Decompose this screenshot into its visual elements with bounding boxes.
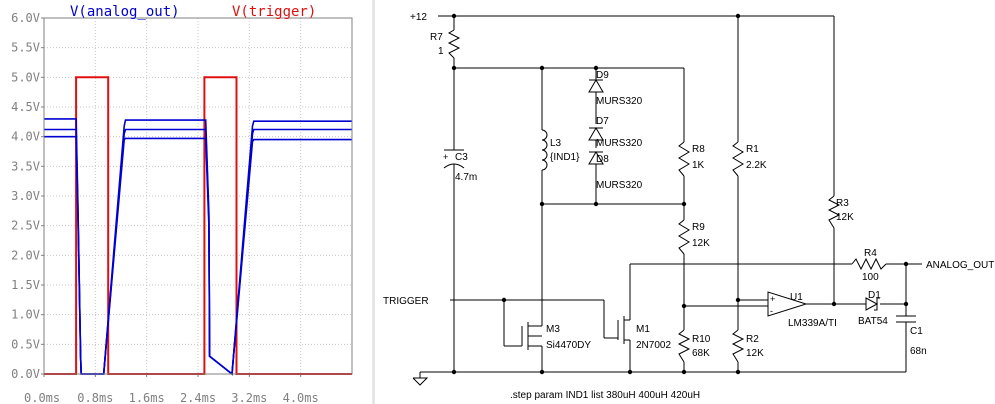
label-c3-val: 4.7m [455,172,477,183]
y-tick-label: 1.0V [11,308,40,322]
legend-analog-out[interactable]: V(analog_out) [70,4,180,20]
label-d1-ref: D1 [868,290,881,301]
svg-text:+: + [770,294,775,304]
label-l3-val: {IND1} [550,152,580,163]
label-d1-val: BAT54 [858,316,888,327]
label-r10-val: 68K [692,348,710,359]
label-m3-val: Si4470DY [546,340,591,351]
label-r2-ref: R2 [746,334,759,345]
label-r1-val: 2.2K [746,160,767,171]
label-m1-val: 2N7002 [636,340,671,351]
y-tick-label: 1.5V [11,278,40,292]
y-tick-label: 4.0V [11,130,40,144]
label-u1-val: LM339A/TI [788,318,837,329]
y-tick-label: 3.5V [11,159,40,173]
label-r8-ref: R8 [692,144,705,155]
x-tick-label: 0.0ms [24,391,60,404]
x-tick-label: 3.2ms [231,391,267,404]
label-d8-ref: D8 [596,154,609,165]
y-tick-label: 5.5V [11,41,40,55]
wires [419,15,922,378]
capacitor-c3: + [443,149,465,180]
label-r4-ref: R4 [864,248,877,259]
resistor-r9 [678,219,690,255]
mosfet-m3 [521,306,543,350]
spice-directive[interactable]: .step param IND1 list 380uH 400uH 420uH [510,390,700,401]
label-c1-ref: C1 [910,326,923,337]
label-r3-ref: R3 [836,198,849,209]
x-tick-label: 2.4ms [180,391,216,404]
legend-trigger[interactable]: V(trigger) [232,4,316,20]
y-tick-label: 3.0V [11,189,40,203]
label-r7-val: 1 [438,46,444,57]
circuit-schematic: + [383,12,994,401]
label-c3-ref: C3 [455,152,468,163]
label-r7-ref: R7 [430,32,443,43]
mosfet-m1 [617,306,631,344]
ground-symbol [412,377,429,386]
y-tick-label: 4.5V [11,100,40,114]
series-line-3 [44,135,352,376]
label-r10-ref: R10 [692,334,711,345]
diode-d7 [588,127,604,141]
diode-d1 [865,297,880,311]
label-r9-val: 12K [692,238,710,249]
schematic-labels: +12 R7 1 C3 4.7m D9 MURS320 D7 MURS320 D… [383,12,994,401]
label-d7-val: MURS320 [596,138,643,149]
label-vcc: +12 [410,12,427,23]
label-d8-val: MURS320 [596,180,643,191]
resistor-r2 [731,329,745,363]
label-u1-ref: U1 [790,292,803,303]
diode-d8 [588,151,604,165]
label-trigger: TRIGGER [383,296,429,307]
label-r3-val: 12K [836,212,854,223]
label-d7-ref: D7 [596,116,609,127]
resistor-r3 [827,195,841,229]
diode-d9 [588,76,604,93]
resistor-r10 [677,329,691,363]
waveform-chart: 0.0V 0.5V 1.0V 1.5V 2.0V 2.5V 3.0V 3.5V 4.0V 4.5V… [11,4,353,404]
resistor-r1 [732,141,744,177]
x-tick-label: 1.6ms [129,391,165,404]
resistor-r4 [851,257,887,271]
label-l3-ref: L3 [550,138,562,149]
inductor-l3 [541,129,548,171]
label-d9-val: MURS320 [596,96,643,107]
label-d9-ref: D9 [596,70,609,81]
label-r1-ref: R1 [746,144,759,155]
x-tick-label: 4.0ms [283,391,319,404]
label-m3-ref: M3 [546,324,560,335]
svg-text:-: - [770,306,773,316]
resistor-r8 [678,141,690,177]
y-tick-label: 2.5V [11,219,40,233]
junction-dots [451,13,909,375]
label-r8-val: 1K [692,160,705,171]
x-tick-label: 0.8ms [77,391,113,404]
resistor-r7 [447,29,461,59]
y-tick-label: 0.5V [11,337,40,351]
y-tick-label: 6.0V [11,11,40,25]
svg-text:+: + [443,152,448,162]
label-analog-out: ANALOG_OUT [926,260,994,271]
label-r9-ref: R9 [692,222,705,233]
label-m1-ref: M1 [636,324,650,335]
y-tick-label: 0.0V [11,367,40,381]
panel-divider [372,0,375,404]
capacitor-c1 [896,315,916,336]
opamp-u1: + - [767,291,808,317]
label-r2-val: 12K [746,348,764,359]
plot-area-border [43,17,353,375]
y-tick-label: 2.0V [11,248,40,262]
y-tick-label: 5.0V [11,70,40,84]
label-r4-val: 100 [862,272,879,283]
label-c1-val: 68n [910,346,927,357]
